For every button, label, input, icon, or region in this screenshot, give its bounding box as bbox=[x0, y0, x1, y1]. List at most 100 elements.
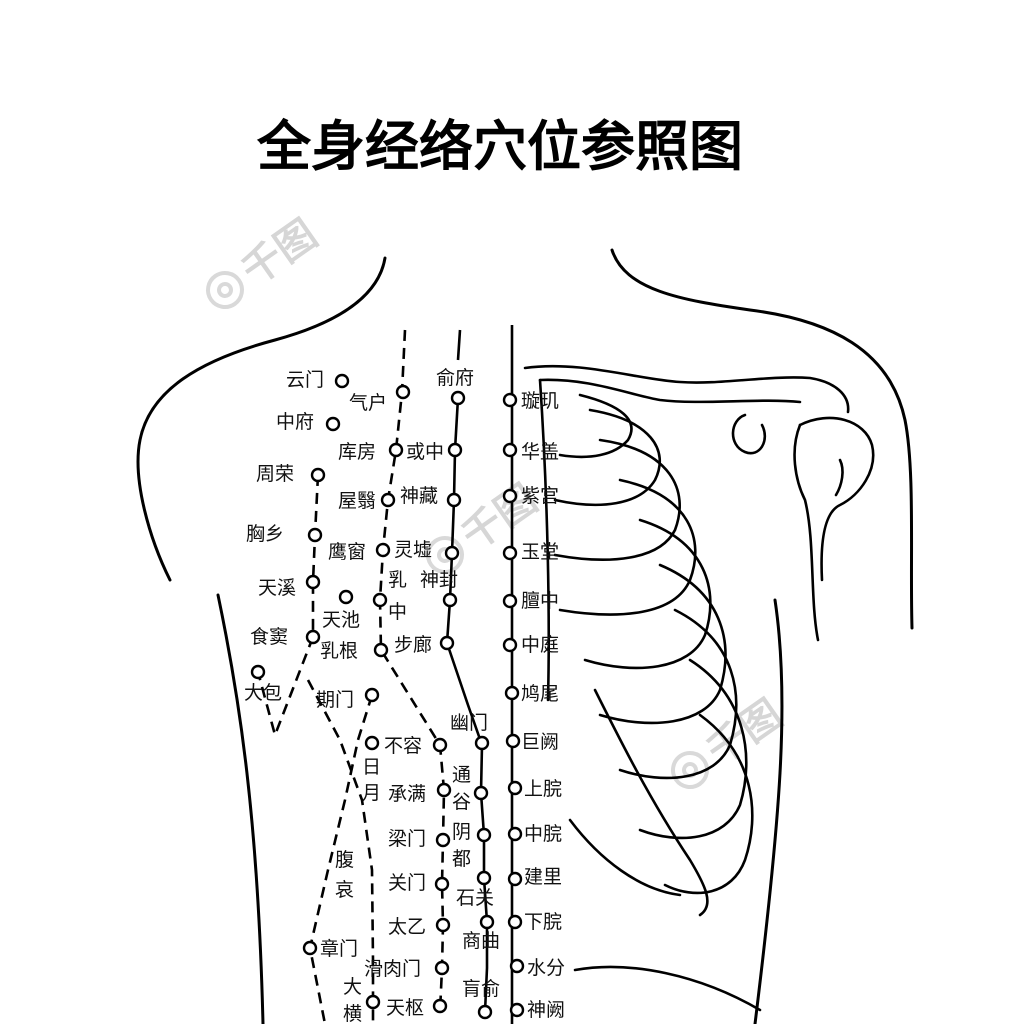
acupoint-liangmen bbox=[435, 832, 451, 848]
label-tianxi: 天溪 bbox=[258, 577, 296, 599]
acupoint-huangshu bbox=[477, 1004, 493, 1020]
acupoint-xiongxiang bbox=[307, 527, 323, 543]
acupoint-wuyi bbox=[380, 492, 396, 508]
acupoint-tianchi bbox=[338, 589, 354, 605]
label-guanmen: 关门 bbox=[388, 872, 426, 894]
label-zhongwan: 中脘 bbox=[524, 823, 562, 845]
label-zigong: 紫宫 bbox=[521, 485, 559, 507]
acupoint-yingchuang bbox=[375, 542, 391, 558]
label-fu: 腹 bbox=[335, 849, 354, 871]
label-heng: 横 bbox=[343, 1003, 362, 1024]
label-yue: 月 bbox=[362, 782, 381, 804]
acupoint-guanmen bbox=[434, 876, 450, 892]
label-rugen: 乳根 bbox=[320, 640, 358, 662]
acupoint-ruzhong bbox=[372, 592, 388, 608]
label-shenque: 神阙 bbox=[527, 999, 565, 1021]
label-du: 都 bbox=[452, 848, 471, 870]
label-shangqu: 商曲 bbox=[462, 930, 500, 952]
label-huagai: 华盖 bbox=[521, 441, 559, 463]
acupoint-lingxu bbox=[444, 545, 460, 561]
label-youmen: 幽门 bbox=[450, 712, 488, 734]
label-jiuwei: 鸠尾 bbox=[521, 683, 559, 705]
label-tianshu: 天枢 bbox=[386, 997, 424, 1019]
acupoint-burong bbox=[364, 735, 380, 751]
label-zhongting: 中庭 bbox=[521, 634, 559, 656]
label-danzhong: 膻中 bbox=[521, 590, 559, 612]
stomach-meridian-line bbox=[378, 329, 446, 1013]
label-wuyi: 屋翳 bbox=[338, 490, 376, 512]
acupoint-labels: 云门 气户 中府 俞府 璇玑 库房 或中 华盖 周荣 屋翳 神藏 紫宫 胸乡 鹰… bbox=[244, 367, 565, 1024]
acupoint-huaroumen bbox=[434, 960, 450, 976]
acupoint-zhongfu bbox=[325, 416, 341, 432]
acupoint-huozhong bbox=[447, 442, 463, 458]
acupoint-tonggu bbox=[473, 785, 489, 801]
acupoint-yunmen bbox=[334, 373, 350, 389]
acupoint-yindu bbox=[476, 827, 492, 843]
label-kufang: 库房 bbox=[338, 441, 376, 463]
acupoint-danzhong bbox=[502, 593, 518, 609]
label-shiguan: 石关 bbox=[456, 887, 494, 909]
acupoint-shencang bbox=[446, 492, 462, 508]
acupoint-yutang bbox=[502, 545, 518, 561]
acupoint-shiguan bbox=[476, 870, 492, 886]
acupoint-shidou bbox=[305, 629, 321, 645]
label-shencang: 神藏 bbox=[400, 485, 438, 507]
acupoint-zhourong bbox=[310, 467, 326, 483]
label-ru: 乳 bbox=[388, 569, 407, 591]
label-yingchuang: 鹰窗 bbox=[328, 541, 366, 563]
label-yutang: 玉堂 bbox=[521, 541, 559, 563]
acupoints bbox=[250, 373, 525, 1020]
acupoint-taiyi bbox=[435, 917, 451, 933]
acupoint-xuanji bbox=[502, 392, 518, 408]
acupoint-zhangmen bbox=[302, 940, 318, 956]
label-huangshu: 肓俞 bbox=[462, 978, 500, 1000]
label-xuanji: 璇玑 bbox=[521, 390, 559, 412]
acupoint-daheng bbox=[365, 994, 381, 1010]
label-huozhong: 或中 bbox=[406, 441, 444, 463]
label-yin: 阴 bbox=[452, 821, 471, 843]
acupoint-tianshu bbox=[432, 998, 448, 1014]
acupoint-qihu bbox=[395, 384, 411, 400]
label-xiawan: 下脘 bbox=[524, 911, 562, 933]
label-zhourong: 周荣 bbox=[256, 463, 294, 485]
acupoint-shufu bbox=[450, 390, 466, 406]
label-tianchi: 天池 bbox=[322, 609, 360, 631]
label-tong: 通 bbox=[452, 764, 471, 786]
label-da: 大 bbox=[343, 976, 362, 998]
acupoint-shenque bbox=[509, 1002, 525, 1018]
acupoint-shuifen bbox=[509, 958, 525, 974]
label-burong: 不容 bbox=[384, 735, 422, 757]
acupoint-rugen bbox=[373, 642, 389, 658]
acupoint-burong-2 bbox=[432, 737, 448, 753]
acupoint-zhongting bbox=[502, 637, 518, 653]
acupoint-qimen bbox=[364, 687, 380, 703]
acupoint-juque bbox=[505, 733, 521, 749]
label-bulang: 步廊 bbox=[394, 634, 432, 656]
acupoint-bulang bbox=[439, 635, 455, 651]
body-outline bbox=[136, 248, 914, 1024]
label-taiyi: 太乙 bbox=[388, 916, 426, 938]
label-chengman: 承满 bbox=[388, 783, 426, 805]
acupoint-shangwan bbox=[507, 780, 523, 796]
acupoint-xiawan bbox=[507, 914, 523, 930]
acupoint-zigong bbox=[502, 488, 518, 504]
label-ai: 哀 bbox=[335, 879, 354, 901]
label-gu: 谷 bbox=[452, 791, 471, 813]
acupoint-huagai bbox=[502, 442, 518, 458]
watermark-logo-text: 千图 bbox=[234, 211, 326, 295]
label-zhangmen: 章门 bbox=[320, 938, 358, 960]
acupoint-kufang bbox=[388, 442, 404, 458]
label-ri: 日 bbox=[362, 756, 381, 778]
label-shenfeng: 神封 bbox=[420, 569, 458, 591]
acupoint-shangqu bbox=[479, 914, 495, 930]
page-title: 全身经络穴位参照图 bbox=[256, 115, 743, 178]
label-zhong-ru: 中 bbox=[388, 601, 407, 623]
label-liangmen: 梁门 bbox=[388, 828, 426, 850]
label-xiongxiang: 胸乡 bbox=[246, 523, 284, 545]
acupoint-zhongwan bbox=[507, 826, 523, 842]
label-shuifen: 水分 bbox=[527, 957, 565, 979]
acupoint-chengman bbox=[436, 782, 452, 798]
spleen-lower-line bbox=[306, 679, 375, 1024]
label-qimen: 期门 bbox=[316, 689, 354, 711]
